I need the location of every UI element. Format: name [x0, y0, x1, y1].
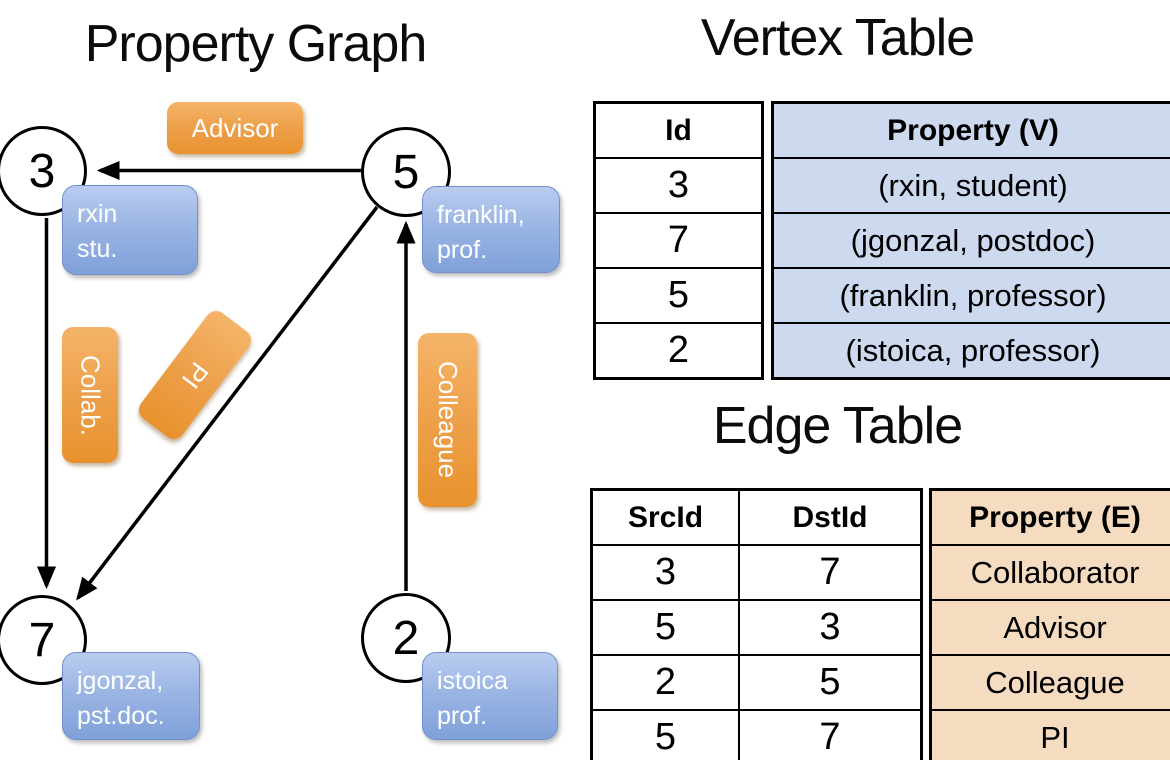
vertex-prop-3: (istoica, professor) [845, 332, 1101, 368]
edge-label-collab: Collab. [62, 327, 118, 463]
graph-title: Property Graph [84, 15, 428, 73]
vertex-id-1: 7 [667, 219, 690, 261]
vertex-node-7-id: 7 [28, 613, 56, 667]
edge-col-dst-header: DstId [738, 491, 920, 544]
edge-label-colleague-text: Colleague [433, 361, 463, 479]
vertex-prop-box-franklin: franklin, prof. [422, 186, 560, 273]
edge-table-title: Edge Table [712, 397, 963, 455]
vertex-node-3-id: 3 [28, 144, 56, 198]
edge-dst-1: 3 [738, 601, 920, 654]
vertex-table-title: Vertex Table [700, 9, 975, 67]
vertex-prop-0: (rxin, student) [878, 167, 1068, 203]
edge-dst-0: 7 [738, 546, 920, 599]
vertex-prop-istoica-line1: istoica [437, 667, 508, 695]
vertex-table: Id 3 7 5 2 Property (V) (rxin, student) … [593, 101, 1170, 380]
vertex-prop-franklin-line1: franklin, [437, 201, 525, 229]
edge-dst-2: 5 [738, 656, 920, 709]
vertex-id-2: 5 [667, 274, 690, 316]
edge-prop-3: PI [1040, 719, 1070, 755]
vertex-prop-franklin-line2: prof. [437, 236, 488, 264]
vertex-property-column: Property (V) (rxin, student) (jgonzal, p… [771, 101, 1170, 380]
edge-label-advisor-text: Advisor [191, 112, 279, 143]
edge-label-pi-text: PI [176, 356, 215, 395]
edge-label-advisor: Advisor [167, 102, 303, 154]
graph-edges [36, 160, 416, 601]
vertex-col-prop-header: Property (V) [887, 113, 1059, 147]
edge-col-prop-header: Property (E) [969, 500, 1141, 534]
vertex-prop-jgonzal-line1: jgonzal, [77, 667, 164, 695]
edge-src-0: 3 [654, 551, 677, 593]
vertex-id-column: Id 3 7 5 2 [593, 101, 764, 380]
edge-label-collab-text: Collab. [75, 354, 106, 436]
vertex-id-3: 2 [667, 329, 690, 371]
edge-col-src-header: SrcId [627, 500, 704, 534]
edge-src-1: 5 [654, 606, 677, 648]
property-graph-pane: Property Graph Advisor Collab. PI Collea… [0, 15, 560, 740]
edge-label-colleague: Colleague [418, 333, 477, 507]
vertex-prop-jgonzal-line2: pst.doc. [77, 702, 165, 730]
vertex-prop-box-jgonzal: jgonzal, pst.doc. [62, 652, 200, 740]
edge-property-column: Property (E) Collaborator Advisor Collea… [929, 488, 1170, 760]
vertex-prop-rxin-line2: stu. [77, 235, 118, 263]
edge-prop-1: Advisor [1003, 609, 1107, 645]
edge-table: SrcId DstId 3 7 5 3 2 5 5 7 [590, 488, 1170, 760]
edge-prop-0: Collaborator [970, 554, 1140, 590]
vertex-prop-rxin-line1: rxin [77, 200, 118, 228]
vertex-node-5-id: 5 [392, 145, 420, 199]
vertex-col-id-header: Id [665, 113, 692, 147]
edge-5-to-7 [76, 205, 379, 601]
vertex-prop-2: (franklin, professor) [839, 277, 1107, 313]
edge-table-column-gap [923, 488, 929, 760]
edge-prop-2: Colleague [985, 664, 1125, 700]
vertex-prop-box-istoica: istoica prof. [422, 652, 558, 740]
tables-pane: Vertex Table Id 3 7 5 2 Property (V) (rx… [585, 0, 1170, 760]
vertex-prop-istoica-line2: prof. [437, 702, 488, 730]
vertex-prop-1: (jgonzal, postdoc) [850, 222, 1096, 258]
edge-dst-3: 7 [738, 711, 920, 760]
vertex-node-2-id: 2 [392, 611, 420, 665]
vertex-id-0: 3 [667, 164, 690, 206]
edge-src-2: 2 [654, 661, 677, 703]
edge-id-columns: SrcId DstId 3 7 5 3 2 5 5 7 [590, 488, 923, 760]
vertex-table-column-gap [764, 101, 771, 380]
vertex-prop-box-rxin: rxin stu. [62, 185, 198, 275]
edge-src-3: 5 [654, 716, 677, 758]
